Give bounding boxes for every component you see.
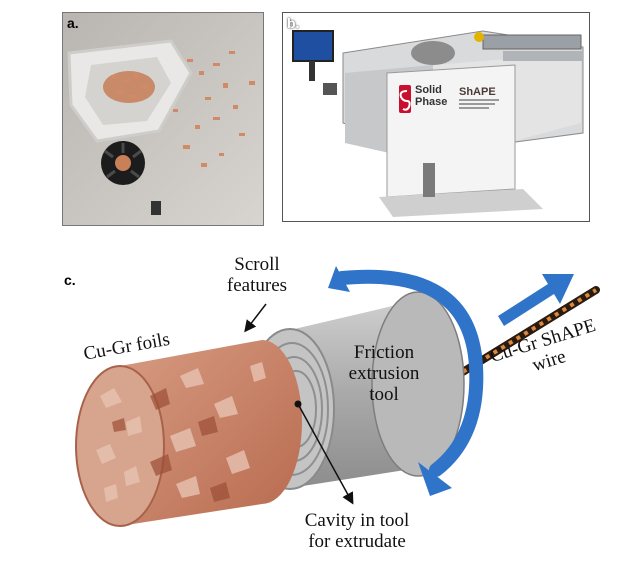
cavity-label-line1: Cavity in tool [304, 510, 410, 531]
shape-machine-photo: Solid Phase ShAPE [283, 13, 589, 221]
control-monitor [292, 30, 334, 81]
tool-label-line2: extrusion [348, 363, 420, 384]
solid-phase-logo: Solid Phase [399, 84, 447, 113]
copper-foil-billet [75, 340, 302, 527]
tool-label-line1: Friction [353, 342, 415, 363]
tool-label: Friction extrusion tool [334, 342, 434, 405]
panel-c-label: c. [64, 272, 76, 288]
cavity-label: Cavity in tool for extrudate [290, 510, 424, 552]
extruded-wire [436, 286, 600, 390]
brand-line1: Solid [415, 84, 442, 96]
cavity-label-line2: for extrudate [308, 531, 406, 552]
extrusion-die [101, 141, 145, 185]
rotation-arrow [328, 266, 484, 496]
machine-base [379, 163, 543, 217]
scroll-features-line1: Scroll [234, 254, 280, 275]
shape-process-schematic: c. Scroll features Cu-Gr foils Friction … [0, 226, 640, 569]
cavity-leader-line [297, 403, 354, 505]
panel-b-label: b. [287, 15, 300, 31]
brand-line2: Phase [415, 96, 447, 108]
cavity-dot [294, 400, 302, 408]
copper-scraps-photo [63, 13, 263, 225]
shape-product-label: ShAPE [459, 86, 496, 98]
panel-a-label: a. [67, 15, 79, 31]
machine-front-panel [386, 64, 516, 198]
tool-label-line3: tool [369, 384, 399, 405]
billet-end-face [75, 365, 165, 527]
scroll-leader-line [244, 303, 267, 333]
wire-direction-arrow [498, 274, 574, 326]
photo-panel-a: a. [62, 12, 264, 226]
scroll-features-line2: features [226, 275, 288, 296]
scroll-features-label: Scroll features [222, 254, 292, 296]
photo-panel-b: Solid Phase ShAPE b. [282, 12, 590, 222]
